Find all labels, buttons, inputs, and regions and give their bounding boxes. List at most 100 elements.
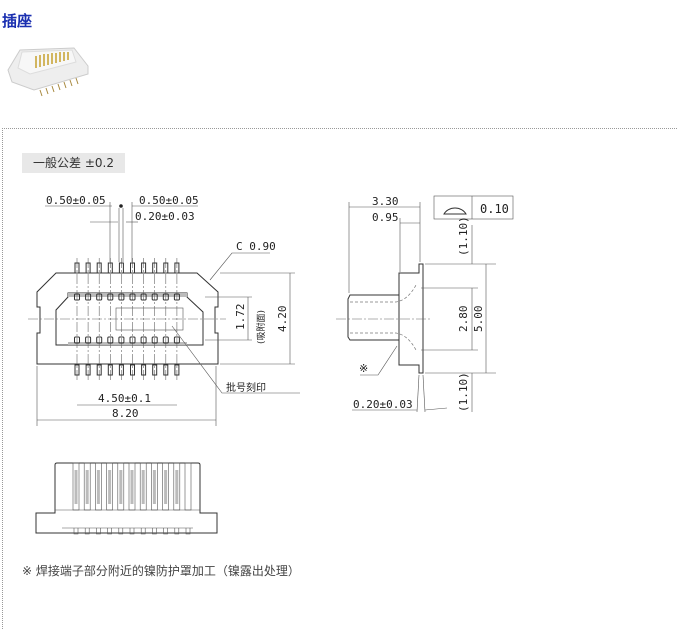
contact-slot (173, 462, 181, 511)
drawing-frame (2, 128, 677, 629)
pin-top (107, 262, 113, 274)
contact-pad (151, 293, 158, 301)
footnote: ※ 焊接端子部分附近的镍防护罩加工（镍露出处理） (22, 564, 300, 578)
dim-pitch-left: 0.50±0.05 (46, 194, 106, 207)
contact-pad (140, 293, 147, 301)
front-view (35, 462, 218, 535)
flatness-value: 0.10 (480, 202, 509, 216)
contact-slot (95, 462, 102, 511)
pin-bottom (174, 364, 180, 376)
contact-slot (83, 462, 91, 511)
dim-offset-top: (1.10) (457, 216, 470, 256)
dim-depth: 3.30 (372, 195, 399, 208)
contact-slot (106, 462, 113, 511)
solder-tail (96, 528, 101, 535)
contact-pad (96, 336, 103, 344)
solder-tail (73, 528, 79, 535)
page-title: 插座 (2, 12, 33, 30)
dim-pin-width: 0.20±0.03 (135, 210, 195, 223)
flatness-symbol-icon (443, 207, 467, 215)
contact-slot (184, 462, 192, 511)
pin-top (174, 262, 180, 274)
dim-offset-bottom: (1.10) (457, 372, 470, 412)
contact-slot (117, 462, 125, 511)
contact-pad (85, 293, 92, 301)
contact-pad (107, 293, 114, 301)
contact (141, 470, 145, 504)
dim-chamfer: C 0.90 (236, 240, 276, 253)
contact-slot (162, 462, 169, 511)
pin-bottom (85, 364, 91, 376)
pin-bottom (141, 364, 147, 376)
lot-mark-label: 批号刻印 (226, 381, 266, 394)
contact-slot (151, 462, 158, 511)
contact-pad (173, 336, 180, 344)
dim-width: 8.20 (112, 407, 139, 420)
general-tolerance-label: 一般公差 ±0.2 (22, 153, 125, 173)
solder-tail (118, 528, 124, 535)
dim-flange-depth: 0.95 (372, 211, 399, 224)
solder-tail (129, 528, 135, 535)
contact-pad (162, 336, 169, 344)
contact-pad (107, 336, 114, 344)
pin-top (130, 262, 135, 274)
solder-tail (163, 528, 168, 535)
contact-slot (128, 462, 136, 511)
pin-top (96, 262, 102, 274)
contact-pad (129, 336, 136, 344)
dim-pin-span: 4.50±0.1 (98, 392, 151, 405)
contact-pad (151, 336, 158, 344)
dim-inner-height: 2.80 (457, 306, 470, 333)
contact-pad (74, 293, 80, 301)
solder-tail (84, 528, 90, 535)
contact (130, 470, 134, 504)
solder-tail (174, 528, 180, 535)
pin-bottom (152, 364, 158, 376)
contact (96, 470, 100, 504)
pin-top (163, 262, 169, 274)
side-view (336, 263, 432, 374)
dim-pitch-right: 0.50±0.05 (139, 194, 199, 207)
contact-pad (118, 293, 125, 301)
contact-pad (140, 336, 147, 344)
technical-drawing: 0.50±0.05 0.50±0.05 0.20±0.03 C 0.90 4.5… (28, 194, 514, 535)
pin-top (152, 262, 158, 274)
contact (108, 470, 112, 504)
solder-tail (152, 528, 157, 535)
pin-bottom (163, 364, 169, 376)
dim-lead-thickness: 0.20±0.03 (353, 398, 413, 411)
contact-pad (162, 293, 169, 301)
contact (164, 470, 168, 504)
solder-tail (185, 528, 191, 535)
contact-pad (85, 336, 92, 344)
connector-photo (7, 47, 89, 97)
pin-bottom (107, 364, 113, 376)
pin-bottom (130, 364, 135, 376)
suction-surface-label: (吸附面) (255, 310, 267, 344)
contact-pad (74, 336, 80, 344)
contact (175, 470, 179, 504)
pin-top (74, 262, 80, 274)
pin-bottom (74, 364, 80, 376)
pin-bottom (118, 364, 124, 376)
contact-pad (118, 336, 125, 344)
contact (85, 470, 89, 504)
solder-tail (107, 528, 112, 535)
contact (119, 470, 123, 504)
top-view (28, 258, 226, 380)
contact (152, 470, 156, 504)
contact-pad (173, 293, 180, 301)
contact (74, 470, 78, 504)
solder-tail (140, 528, 146, 535)
contact-slot (139, 462, 147, 511)
contact-pad (129, 293, 136, 301)
contact-pad (96, 293, 103, 301)
contact-slot (72, 462, 80, 511)
dim-total-height: 5.00 (472, 306, 485, 333)
pin-top (85, 262, 91, 274)
dim-suction-height: 1.72 (234, 304, 247, 331)
pin-top (118, 262, 124, 274)
pin-top (141, 262, 147, 274)
dim-height: 4.20 (276, 306, 289, 333)
reference-mark: ※ (359, 362, 368, 375)
